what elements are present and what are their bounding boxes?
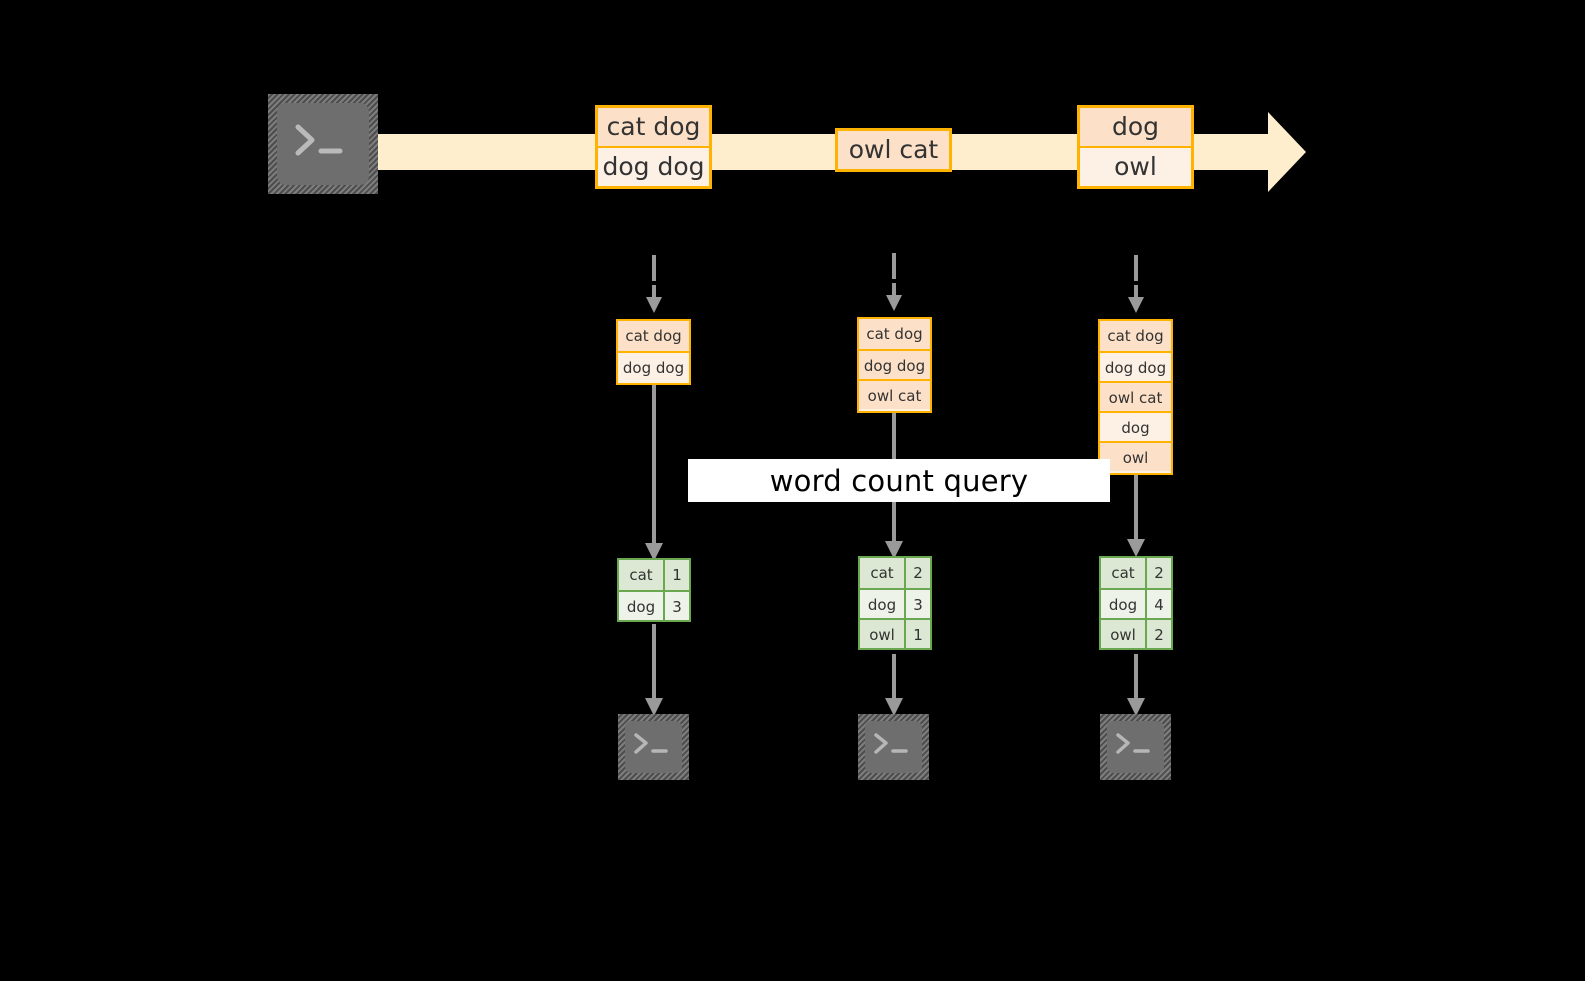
query-label-banner: word count query — [688, 459, 1110, 502]
connector-batch1-to-state1 — [646, 255, 662, 313]
result-word: cat — [1101, 558, 1145, 588]
result-word: cat — [619, 560, 663, 590]
result-word: owl — [860, 620, 904, 648]
result-word: dog — [619, 592, 663, 620]
state-record: owl cat — [859, 379, 930, 409]
result-table-column-2: cat 2 dog 3 owl 1 — [858, 556, 932, 650]
connector-state3-to-result3 — [1127, 475, 1145, 557]
terminal-screen — [1107, 721, 1164, 773]
state-record: owl — [1100, 441, 1171, 471]
state-record: dog dog — [1100, 351, 1171, 381]
source-terminal-icon — [268, 94, 378, 194]
stream-batch-1: cat dog dog dog — [595, 105, 712, 189]
result-table-column-3: cat 2 dog 4 owl 2 — [1099, 556, 1173, 650]
result-word: cat — [860, 558, 904, 588]
result-table-column-1: cat 1 dog 3 — [617, 558, 691, 622]
sink-terminal-icon-column-1 — [618, 714, 689, 780]
state-stack-column-3: cat dog dog dog owl cat dog owl — [1098, 319, 1173, 475]
result-count: 4 — [1145, 590, 1171, 618]
result-count: 1 — [663, 560, 689, 590]
table-row: owl 2 — [1101, 618, 1171, 648]
query-label-text: word count query — [769, 463, 1029, 498]
stream-record: dog — [1080, 108, 1191, 146]
result-count: 3 — [663, 592, 689, 620]
result-word: dog — [1101, 590, 1145, 618]
table-row: owl 1 — [860, 618, 930, 648]
terminal-prompt-glyph — [1116, 733, 1150, 754]
connector-result1-to-sink1 — [645, 624, 663, 716]
stream-record: owl — [1080, 146, 1191, 184]
stream-record: owl cat — [838, 131, 949, 169]
terminal-prompt-glyph — [874, 733, 908, 754]
connector-batch3-to-state3 — [1128, 255, 1144, 313]
table-row: dog 4 — [1101, 588, 1171, 618]
connector-state1-to-result1 — [645, 385, 663, 561]
sink-terminal-icon-column-3 — [1100, 714, 1171, 780]
terminal-prompt-glyph — [634, 733, 668, 754]
result-count: 2 — [1145, 620, 1171, 648]
table-row: cat 2 — [1101, 558, 1171, 588]
state-stack-column-2: cat dog dog dog owl cat — [857, 317, 932, 413]
state-record: dog dog — [859, 349, 930, 379]
result-count: 1 — [904, 620, 930, 648]
state-stack-column-1: cat dog dog dog — [616, 319, 691, 385]
result-count: 2 — [904, 558, 930, 588]
terminal-screen — [277, 103, 369, 185]
state-record: cat dog — [859, 319, 930, 349]
sink-terminal-icon-column-2 — [858, 714, 929, 780]
state-record: cat dog — [618, 321, 689, 351]
stream-batch-2: owl cat — [835, 128, 952, 172]
state-record: cat dog — [1100, 321, 1171, 351]
state-record: dog dog — [618, 351, 689, 381]
state-record: owl cat — [1100, 381, 1171, 411]
result-count: 2 — [1145, 558, 1171, 588]
stream-batch-3: dog owl — [1077, 105, 1194, 189]
table-row: cat 1 — [619, 560, 689, 590]
terminal-screen — [865, 721, 922, 773]
result-word: dog — [860, 590, 904, 618]
connector-batch2-to-state2 — [886, 253, 902, 311]
connector-result3-to-sink3 — [1127, 654, 1145, 716]
table-row: cat 2 — [860, 558, 930, 588]
connector-result2-to-sink2 — [885, 654, 903, 716]
result-word: owl — [1101, 620, 1145, 648]
state-record: dog — [1100, 411, 1171, 441]
terminal-screen — [625, 721, 682, 773]
result-count: 3 — [904, 590, 930, 618]
stream-record: dog dog — [598, 146, 709, 184]
stream-record: cat dog — [598, 108, 709, 146]
table-row: dog 3 — [860, 588, 930, 618]
terminal-prompt-glyph — [295, 124, 343, 156]
stream-arrowhead — [1268, 112, 1306, 192]
table-row: dog 3 — [619, 590, 689, 620]
